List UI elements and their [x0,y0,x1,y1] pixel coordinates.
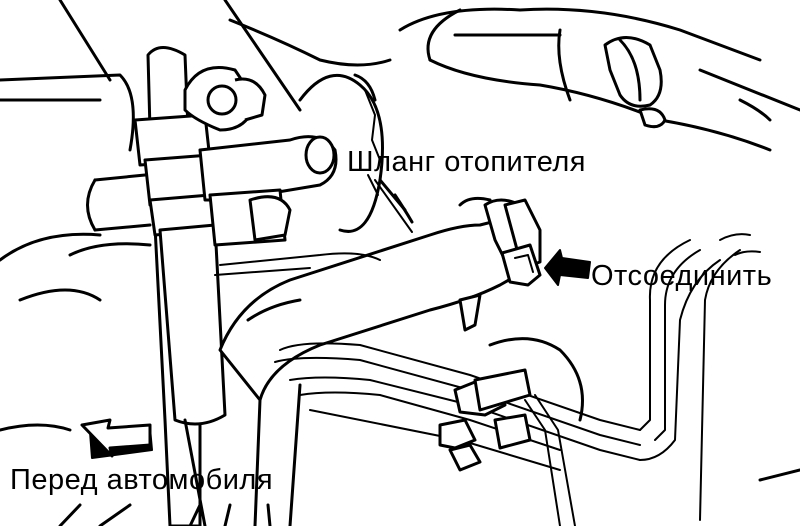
engine-bay-contours [0,0,800,482]
vertical-pipe [133,46,227,526]
vehicle-front-arrow-icon [80,418,153,459]
bottom-lines [58,503,272,526]
hose-clip [458,243,542,332]
heater-hose-label: Шланг отопителя [347,146,587,178]
brake-line-bracket [438,337,584,472]
firewall-boss [298,73,384,233]
heater-hose-leader-line [374,179,413,233]
disconnect-label: Отсоединить [591,260,773,292]
disconnect-arrow-icon [544,249,591,286]
upper-hose [426,8,667,129]
brake-lines [214,233,761,526]
pipe-fittings [68,66,338,257]
vehicle-front-label: Перед автомобиля [10,464,274,496]
